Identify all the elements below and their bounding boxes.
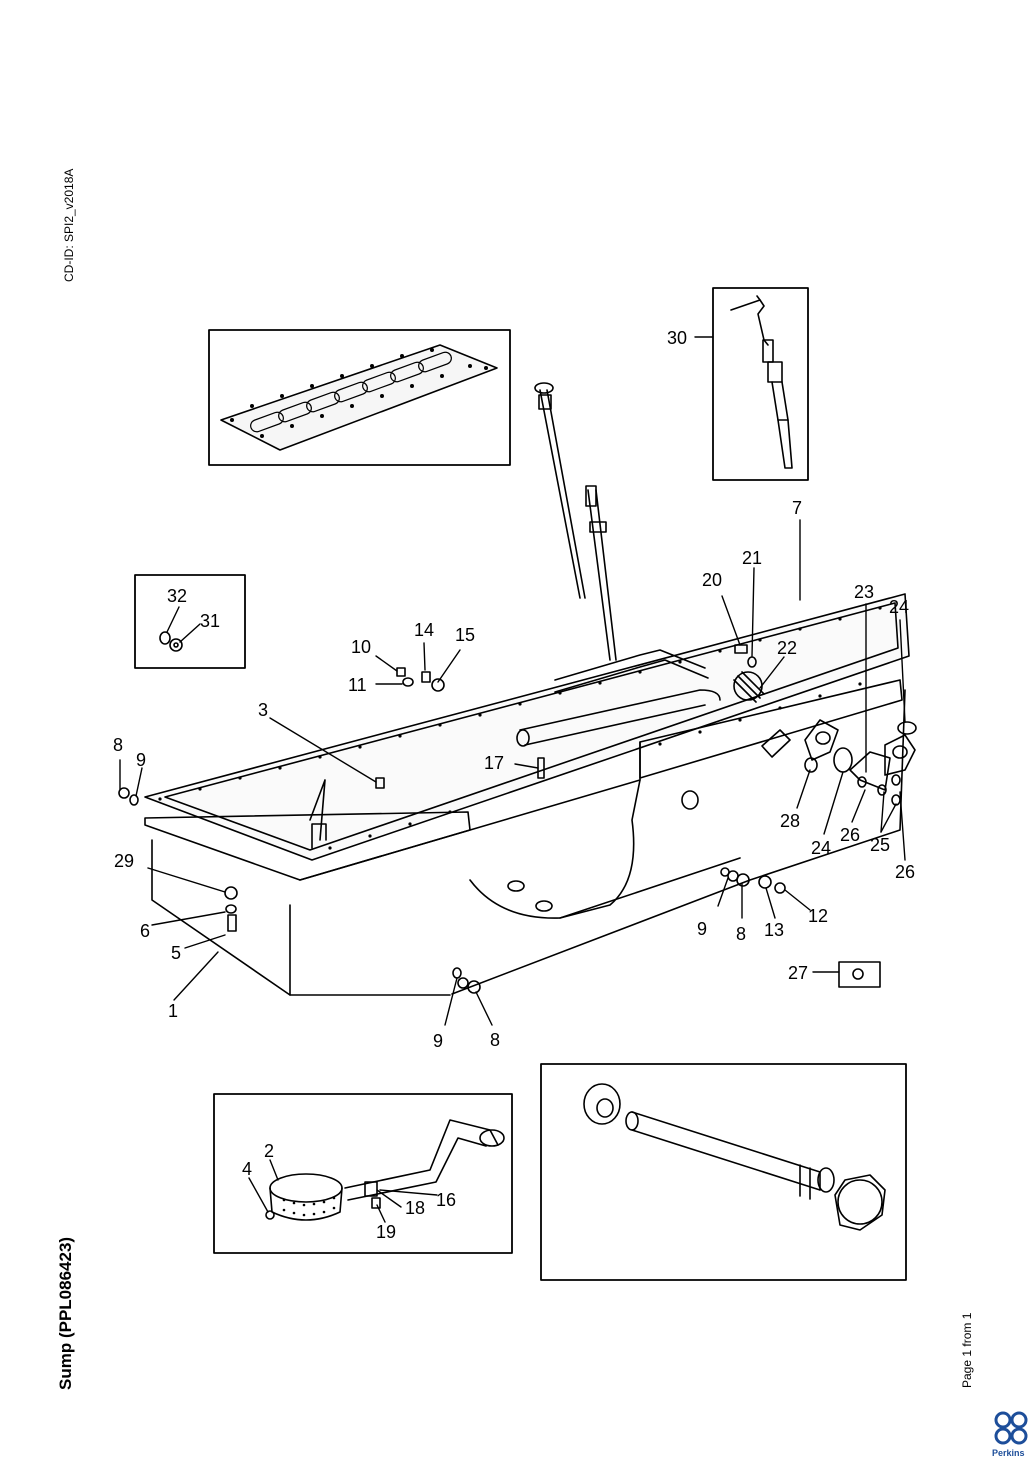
callout-8-right: 8 bbox=[736, 924, 746, 944]
callout-7: 7 bbox=[792, 498, 802, 518]
callout-labels: 1 2 3 4 5 6 7 8 8 8 9 9 9 10 11 12 13 14… bbox=[113, 328, 915, 1242]
callout-27: 27 bbox=[788, 963, 808, 983]
callout-9-left: 9 bbox=[136, 750, 146, 770]
callout-30: 30 bbox=[667, 328, 687, 348]
callout-17: 17 bbox=[484, 753, 504, 773]
callout-6: 6 bbox=[140, 921, 150, 941]
callout-19: 19 bbox=[376, 1222, 396, 1242]
callout-10: 10 bbox=[351, 637, 371, 657]
callout-25: 25 bbox=[870, 835, 890, 855]
dipstick-detail-inset bbox=[712, 287, 809, 481]
callout-21: 21 bbox=[742, 548, 762, 568]
callout-leader-lines bbox=[119, 336, 906, 1223]
callout-3: 3 bbox=[258, 700, 268, 720]
perkins-logo-text: Perkins bbox=[992, 1448, 1025, 1458]
drain-pipe-detail-inset bbox=[540, 1063, 907, 1281]
callout-24-top: 24 bbox=[889, 597, 909, 617]
callout-28: 28 bbox=[780, 811, 800, 831]
callout-31: 31 bbox=[200, 611, 220, 631]
callout-1: 1 bbox=[168, 1001, 178, 1021]
callout-8-bottom: 8 bbox=[490, 1030, 500, 1050]
callout-16: 16 bbox=[436, 1190, 456, 1210]
callout-9-bottom: 9 bbox=[433, 1031, 443, 1051]
callout-8-left: 8 bbox=[113, 735, 123, 755]
bolt-washer-inset bbox=[134, 574, 246, 669]
callout-29: 29 bbox=[114, 851, 134, 871]
callout-12: 12 bbox=[808, 906, 828, 926]
callout-11: 11 bbox=[348, 675, 367, 695]
gasket-detail-inset bbox=[208, 329, 511, 466]
callout-15: 15 bbox=[455, 625, 475, 645]
callout-4: 4 bbox=[242, 1159, 252, 1179]
strainer-detail-inset bbox=[213, 1093, 513, 1254]
callout-9-right: 9 bbox=[697, 919, 707, 939]
callout-5: 5 bbox=[171, 943, 181, 963]
callout-32: 32 bbox=[167, 586, 187, 606]
sump-assembly bbox=[118, 382, 917, 996]
callout-24-bottom: 24 bbox=[811, 838, 831, 858]
callout-23: 23 bbox=[854, 582, 874, 602]
callout-14: 14 bbox=[414, 620, 434, 640]
callout-2: 2 bbox=[264, 1141, 274, 1161]
callout-18: 18 bbox=[405, 1198, 425, 1218]
perkins-logo: Perkins bbox=[992, 1411, 1028, 1458]
callout-20: 20 bbox=[702, 570, 722, 590]
callout-22: 22 bbox=[777, 638, 797, 658]
callout-26-left: 26 bbox=[840, 825, 860, 845]
callout-26-right: 26 bbox=[895, 862, 915, 882]
callout-13: 13 bbox=[764, 920, 784, 940]
